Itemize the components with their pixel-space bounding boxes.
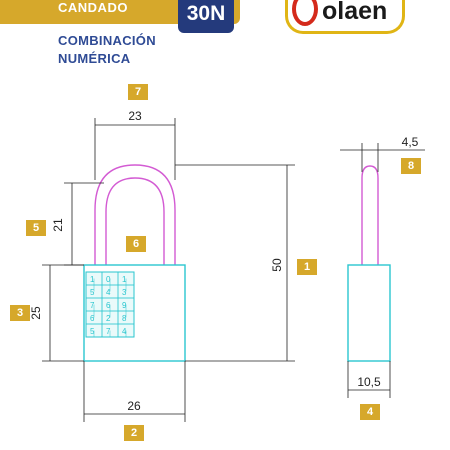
dial-digit: 4 (122, 327, 127, 336)
callout-4: 4 (360, 404, 380, 420)
dial-digit: 3 (122, 288, 127, 297)
dial-digit: 6 (106, 301, 111, 310)
dial-digit: 7 (106, 327, 111, 336)
dim-text-50: 50 (270, 258, 284, 272)
dial-digit: 0 (106, 275, 111, 284)
callout-6: 6 (126, 236, 146, 252)
product-type-label: CANDADO (58, 0, 128, 15)
dial-digit: 9 (122, 301, 127, 310)
dial-digit: 7 (90, 301, 95, 310)
dim-text-26: 26 (127, 399, 141, 413)
dim-body-height (42, 264, 84, 362)
shackle-side (361, 165, 379, 265)
dim-text-4-5: 4,5 (402, 135, 419, 149)
callout-5: 5 (26, 220, 46, 236)
model-badge: 30N (178, 0, 234, 33)
lock-body-side (347, 264, 391, 362)
callout-8: 8 (401, 158, 421, 174)
shackle-front-inner (105, 177, 165, 265)
dim-shackle-width (94, 118, 176, 180)
title-line-2: NUMÉRICA (58, 51, 131, 66)
logo-c-icon (292, 0, 318, 26)
dial-digit: 6 (90, 314, 95, 323)
brand-name: olaen (322, 0, 388, 25)
dial-digit: 1 (122, 275, 127, 284)
lock-body-front (83, 264, 186, 362)
dim-text-25: 25 (29, 306, 43, 320)
dial-digit: 5 (90, 288, 95, 297)
brand-logo: olaen (285, 0, 405, 34)
dim-text-23: 23 (128, 109, 142, 123)
shackle-front (94, 164, 176, 265)
dial-digit: 5 (90, 327, 95, 336)
callout-1: 1 (297, 259, 317, 275)
callout-2: 2 (124, 425, 144, 441)
callout-7: 7 (128, 84, 148, 100)
dim-text-21: 21 (51, 218, 65, 232)
callout-3: 3 (10, 305, 30, 321)
dim-shackle-height (64, 182, 104, 266)
dim-text-10-5: 10,5 (357, 375, 381, 389)
title-line-1: COMBINACIÓN (58, 33, 156, 48)
dial-digit: 8 (122, 314, 127, 323)
dial-digit: 4 (106, 288, 111, 297)
combination-dials: 1 0 1 5 4 3 7 6 9 6 2 8 5 7 4 (85, 271, 135, 338)
dim-body-depth (347, 361, 391, 398)
page-title: COMBINACIÓN NUMÉRICA (58, 32, 156, 68)
dim-body-width (83, 361, 186, 422)
dial-digit: 1 (90, 275, 95, 284)
dial-digit: 2 (106, 314, 111, 323)
dim-total-height (175, 164, 295, 362)
dim-shackle-diameter (340, 143, 425, 172)
